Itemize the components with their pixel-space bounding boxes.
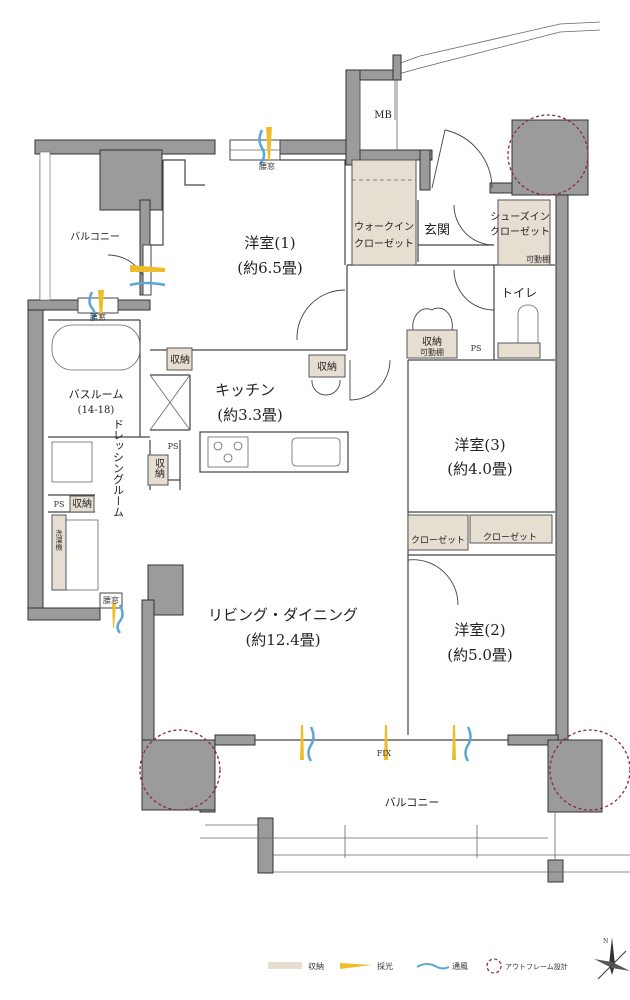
waist-window-label: 腰窓: [259, 161, 275, 171]
storage-ps: [69, 495, 95, 513]
legend-wind-label: 通風: [452, 961, 468, 971]
wind-icon: [129, 281, 166, 287]
western2-size: (約5.0畳): [447, 646, 513, 664]
legend: 収納 採光 通風 アウトフレーム設計 N: [268, 937, 630, 980]
western3-size: (約4.0畳): [447, 460, 513, 478]
fix-label: FIX: [377, 749, 392, 758]
toilet-storage: [497, 342, 541, 359]
storage-hall-shelf: 可動棚: [420, 347, 444, 357]
closet-label: クローゼット: [411, 534, 465, 546]
wind-icon-group: [88, 129, 472, 762]
storage-dressing: [147, 454, 169, 486]
light-icon: [300, 725, 304, 760]
waist-window-label: 腰窓: [90, 312, 106, 322]
walkin-closet: [351, 159, 417, 266]
western1-size: (約6.5畳): [237, 259, 303, 277]
legend-storage-label: 収納: [308, 961, 324, 971]
waist-window-label: 腰窓: [103, 595, 119, 605]
kitchen-name: キッチン: [215, 381, 275, 399]
balcony-upper-label: バルコニー: [70, 231, 120, 243]
storage-hall-label: 収納: [422, 335, 442, 348]
light-icon-group: [98, 127, 456, 760]
wind-icon: [464, 726, 472, 762]
washer-label: 洗濯機: [55, 529, 63, 552]
legend-outframe-label: アウトフレーム設計: [505, 962, 568, 971]
storage-label: 収納: [153, 458, 165, 479]
shoesin-closet: [497, 199, 551, 266]
column-top-right: [511, 119, 589, 196]
svg-text:N: N: [603, 938, 608, 945]
storage-small: [166, 347, 193, 371]
outframe-marker: [507, 114, 589, 196]
storage-kitchen: [308, 354, 346, 378]
storage-label: 収納: [317, 360, 337, 373]
shoesin-shelf: 可動棚: [526, 254, 550, 264]
legend-light-icon: [340, 963, 372, 969]
column-bottom-left: [141, 739, 216, 811]
walkin-line1: ウォークイン: [354, 221, 414, 233]
shoesin-line2: クローゼット: [490, 226, 550, 238]
storage-areas: [51, 159, 553, 591]
wind-icon: [88, 291, 96, 321]
mb-label: MB: [374, 110, 392, 121]
compass-icon: N: [594, 937, 630, 980]
ps-label: PS: [168, 442, 179, 451]
light-icon: [384, 725, 388, 760]
washer-area: [51, 514, 67, 591]
light-icon: [98, 290, 104, 318]
light-icon: [130, 265, 165, 272]
light-icon: [452, 725, 456, 760]
room-labels: MB バルコニー 洋室(1) (約6.5畳) 腰窓 腰窓 腰窓 ウォークイン ク…: [54, 110, 550, 809]
storage-hall: [406, 329, 458, 359]
bath-name: バスルーム: [69, 388, 124, 401]
living-size: (約12.4畳): [245, 631, 320, 649]
storage-label: 収納: [72, 497, 92, 510]
western3-name: 洋室(3): [454, 436, 505, 454]
living-name: リビング・ダイニング: [208, 606, 358, 624]
ps-label: PS: [471, 344, 482, 353]
entrance-label: 玄関: [424, 223, 450, 238]
closet-label: クローゼット: [483, 531, 537, 543]
dressing-label: ドレッシングルーム: [112, 419, 125, 518]
shoesin-line1: シューズイン: [490, 210, 550, 223]
bath-size: (14-18): [78, 405, 115, 416]
western1-name: 洋室(1): [244, 234, 295, 252]
storage-label: 収納: [170, 353, 190, 366]
closet-3: [407, 514, 469, 551]
wind-icon: [307, 726, 315, 762]
ps-label: PS: [54, 500, 65, 509]
closet-2: [469, 514, 553, 544]
outframe-marker: [549, 729, 630, 811]
light-icon: [266, 127, 272, 160]
legend-wind-icon: [416, 963, 450, 970]
legend-outframe-icon: [486, 958, 502, 974]
walkin-line2: クローゼット: [354, 238, 414, 250]
toilet-label: トイレ: [501, 286, 537, 300]
wind-icon: [116, 604, 124, 634]
light-icon: [112, 603, 116, 628]
corridor-railing: [394, 21, 601, 120]
legend-light-label: 採光: [377, 961, 393, 971]
outframe-marker: [139, 729, 221, 811]
western2-name: 洋室(2): [454, 621, 505, 639]
balcony-lower-label: バルコニー: [385, 796, 440, 809]
wind-icon: [258, 129, 266, 165]
kitchen-size: (約3.3畳): [217, 406, 283, 424]
legend-storage-swatch: [268, 962, 302, 969]
column-bottom-right: [547, 739, 603, 813]
